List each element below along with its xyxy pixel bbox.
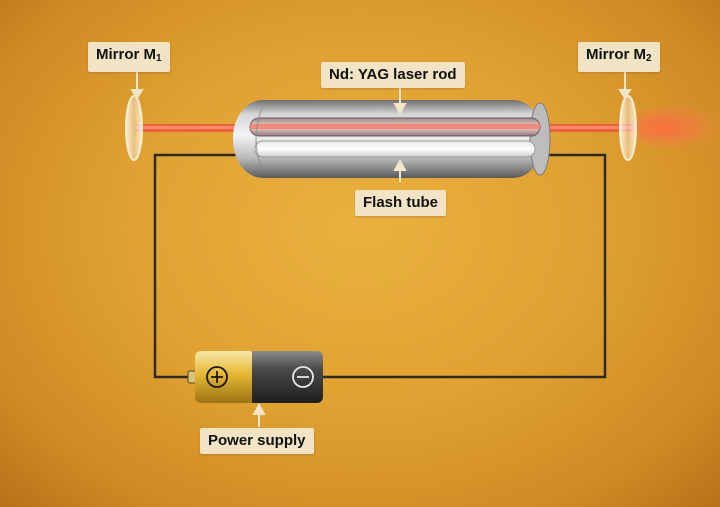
mirror-m1-label-sub: 1 — [156, 53, 162, 64]
mirror-m1-label-text: Mirror M — [96, 46, 156, 63]
laser-output-glow — [630, 107, 720, 147]
battery: ⊕ ⊖ — [187, 351, 323, 403]
mirror-m2-label-text: Mirror M — [586, 46, 646, 63]
mirror-m2-label: Mirror M2 — [578, 42, 660, 72]
mirror-m2-label-sub: 2 — [646, 53, 652, 64]
power-supply-label-text: Power supply — [208, 432, 306, 449]
laser-rod-label: Nd: YAG laser rod — [321, 62, 465, 88]
pointer-lines — [130, 66, 632, 427]
circuit-wire — [153, 153, 607, 379]
flash-tube — [254, 140, 536, 158]
flash-tube-label-text: Flash tube — [363, 194, 439, 211]
mirror-m2 — [619, 95, 637, 161]
laser-rod-label-text: Nd: YAG laser rod — [329, 66, 457, 83]
mirror-m1-label: Mirror M1 — [88, 42, 170, 72]
mirror-m1 — [125, 95, 143, 161]
laser-tube-assembly — [233, 100, 551, 178]
flash-tube-label: Flash tube — [355, 190, 447, 216]
power-supply-label: Power supply — [200, 428, 314, 454]
